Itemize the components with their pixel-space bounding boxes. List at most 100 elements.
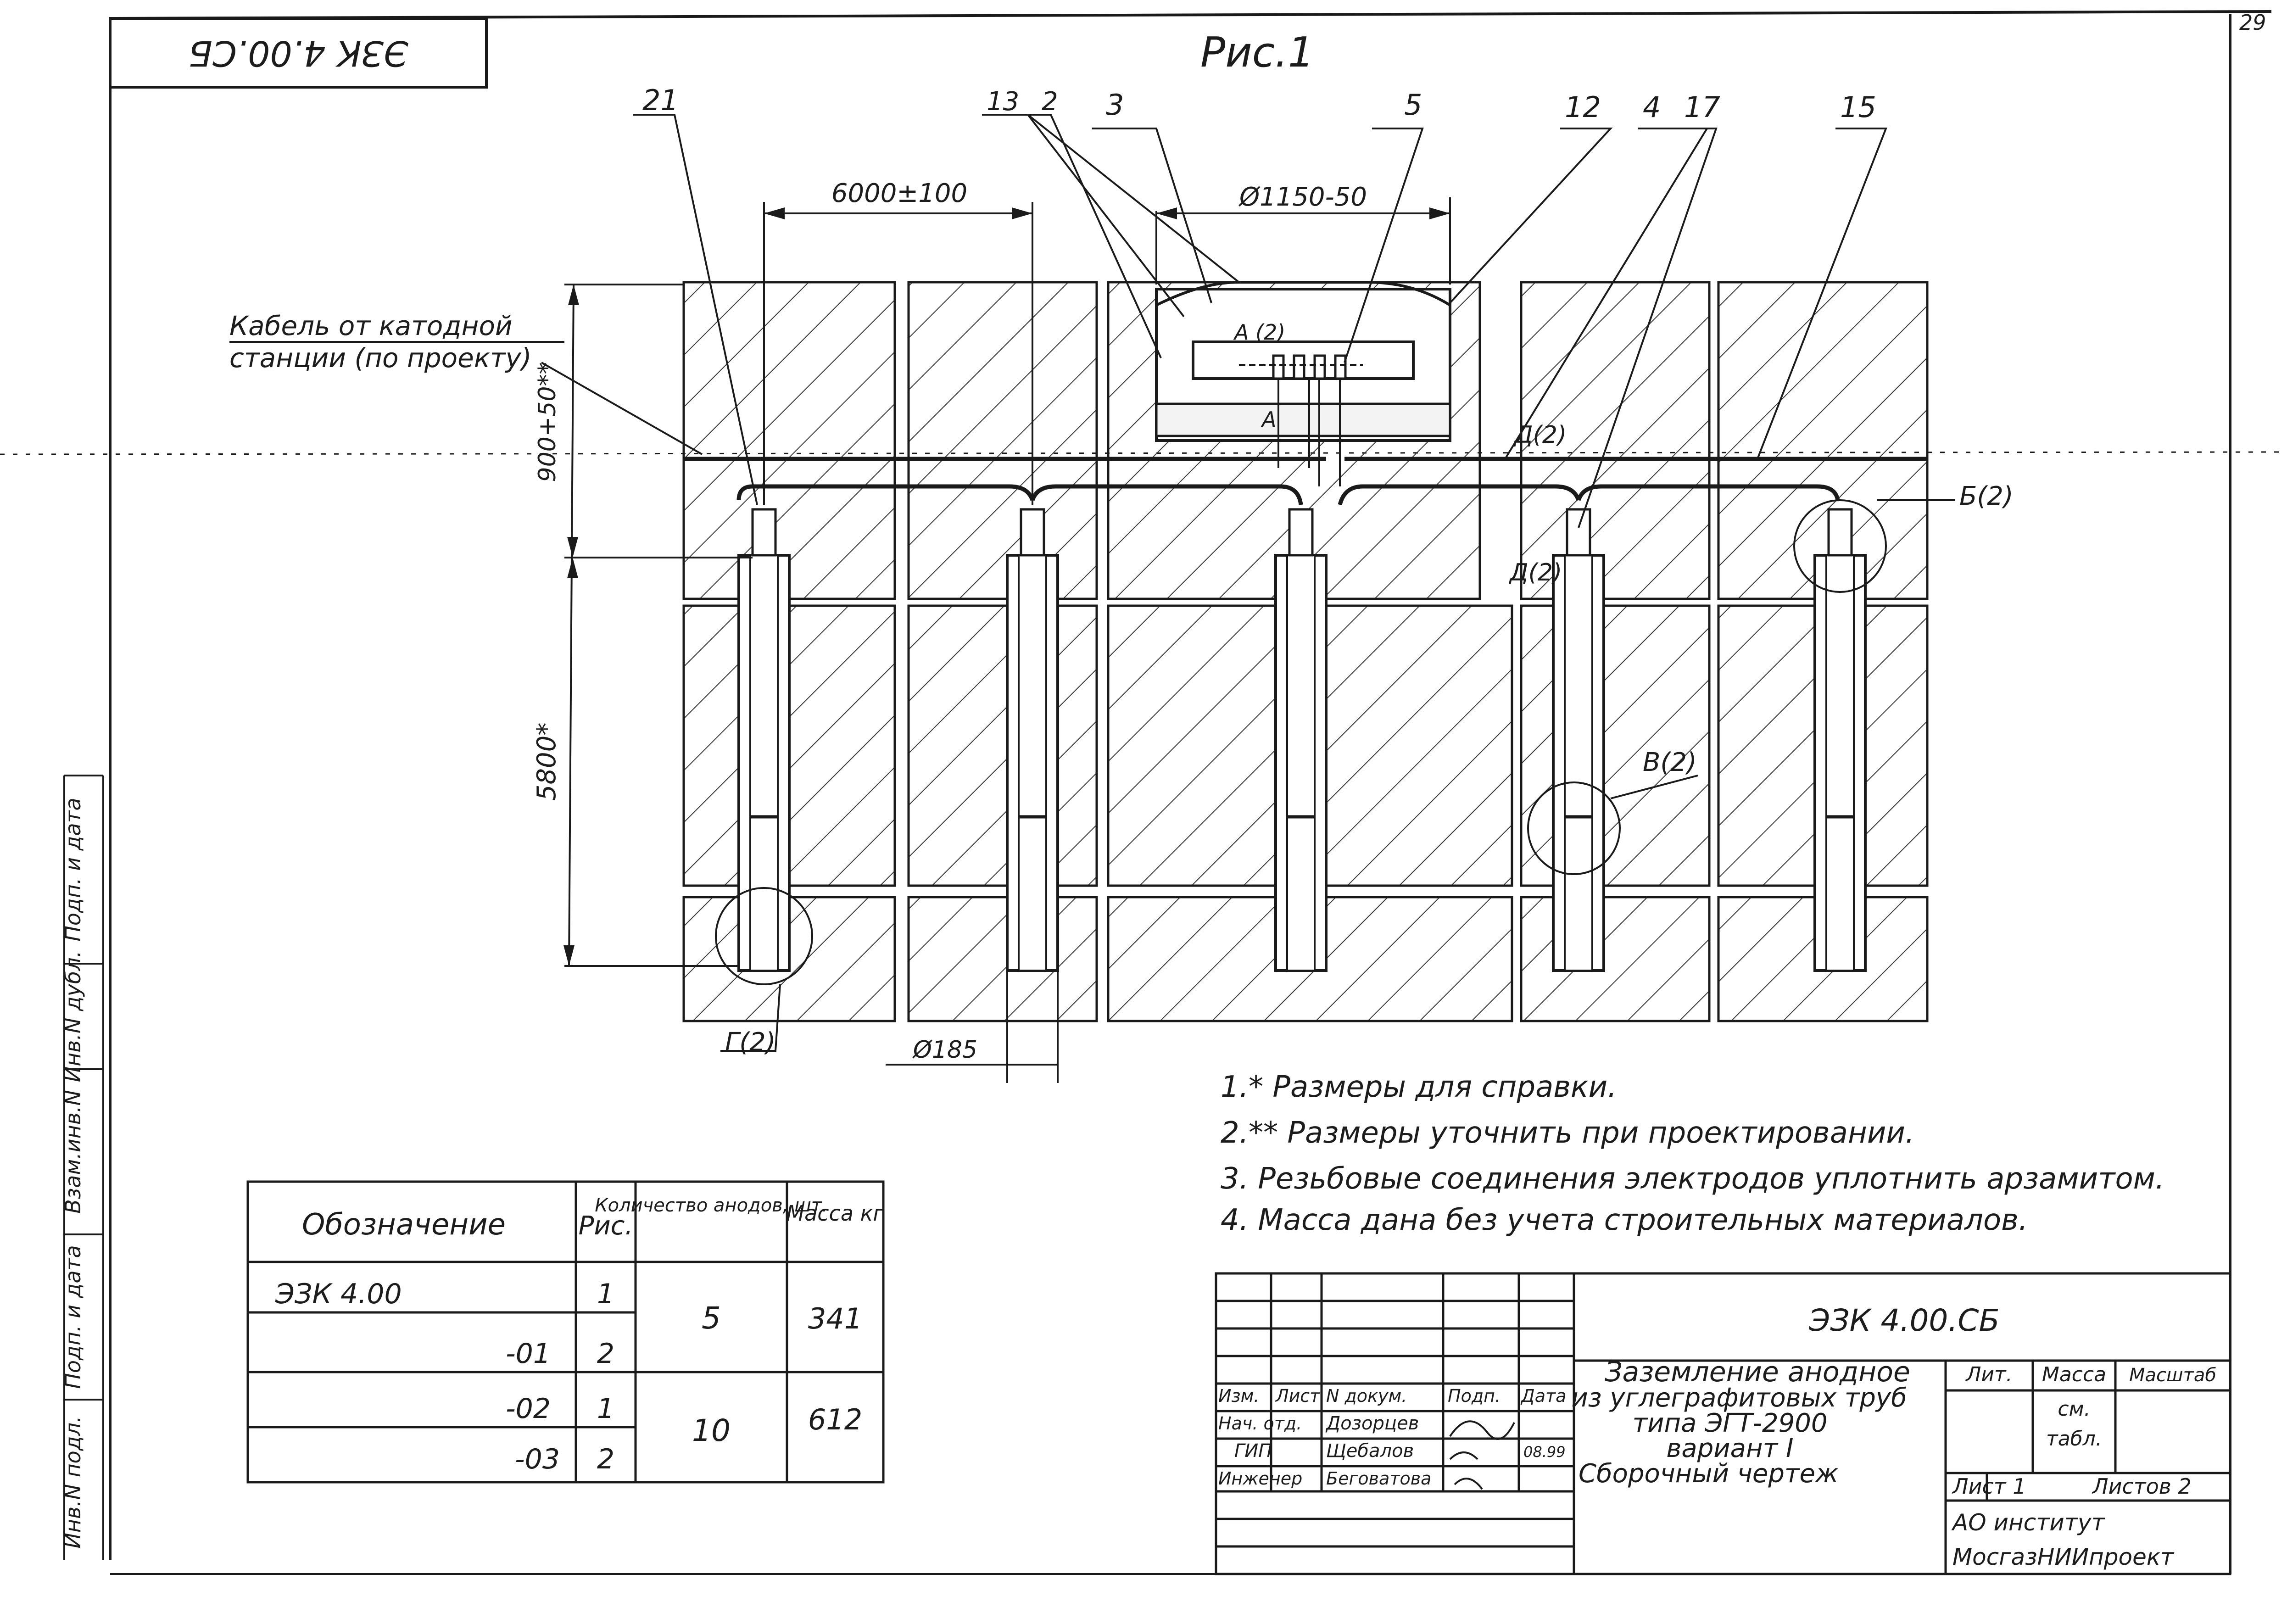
title-line-4: вариант I: [1666, 1434, 1793, 1463]
spec-head-mass: Масса кг: [786, 1201, 884, 1226]
spec-row-1-designation: ЭЗК 4.00: [275, 1278, 402, 1310]
spec-group-2-count: 10: [692, 1413, 731, 1448]
sheet-label: Лист 1: [1952, 1474, 2026, 1499]
role-1: Нач. отд.: [1218, 1413, 1302, 1434]
spec-head-count: Количество анодов, шт.: [595, 1195, 828, 1216]
title-line-5: Сборочный чертеж: [1579, 1459, 1838, 1489]
cable-label-line1: Кабель от катодной: [229, 310, 513, 341]
lit-label: Лит.: [1965, 1363, 2012, 1386]
anode-2: [1006, 508, 1059, 972]
spec-head-fig: Рис.: [579, 1211, 633, 1241]
top-stamp-code: ЭЗК 4.00.СБ: [189, 33, 409, 74]
role-2: ГИП: [1234, 1440, 1272, 1462]
detail-circles: [715, 499, 1887, 985]
side-stamp-3: Взам.инв.N: [61, 1090, 85, 1214]
org-line-1: АО институт: [1951, 1509, 2105, 1536]
detail-b: Б(2): [1959, 481, 2014, 511]
name-3: Беговатова: [1326, 1468, 1431, 1489]
anode-5: [1813, 508, 1867, 972]
col-head-date: Дата: [1520, 1386, 1566, 1406]
dim-depth-top: 900+50**: [534, 363, 561, 482]
spec-head-designation: Обозначение: [302, 1208, 506, 1242]
title-code: ЭЗК 4.00.СБ: [1808, 1303, 2000, 1338]
col-head-izm: Изм.: [1218, 1386, 1259, 1406]
top-stamp: ЭЗК 4.00.СБ: [109, 17, 488, 89]
callout-3: 3: [1106, 88, 1124, 122]
spec-group-1-count: 5: [702, 1300, 721, 1336]
side-stamp-5: Подп. и дата: [61, 798, 85, 941]
col-head-list: Лист: [1275, 1386, 1321, 1406]
detail-labels: А (2) А Д(2) Д(2) Б(2) В(2) Г(2): [725, 320, 2014, 1057]
col-head-sign: Подп.: [1448, 1386, 1500, 1406]
anode-assemblies: [737, 508, 1867, 972]
mass-value-2: табл.: [2046, 1427, 2102, 1451]
anode-cable-branches: [736, 484, 1840, 506]
mass-label: Масса: [2042, 1363, 2106, 1386]
side-stamp: Инв.N подл. Подп. и дата Взам.инв.N Инв.…: [61, 775, 104, 1560]
date-2: 08.99: [1523, 1443, 1566, 1461]
title-block: ЭЗК 4.00.СБ Заземление анодное из углегр…: [1215, 1272, 2231, 1575]
title-line-1: Заземление анодное: [1605, 1356, 1910, 1388]
anode-3: [1274, 508, 1328, 972]
callout-5: 5: [1404, 88, 1422, 122]
spec-table: Обозначение Рис. Количество анодов, шт. …: [246, 1180, 885, 1484]
detail-v: В(2): [1643, 748, 1697, 777]
note-1: 1.* Размеры для справки.: [1221, 1070, 1617, 1104]
scale-label: Масштаб: [2129, 1365, 2216, 1386]
callout-13: 13: [987, 87, 1019, 117]
dimension-lines: [564, 197, 1451, 1083]
callout-numbers: 21 13 2 3 5 12 4 17 15: [642, 84, 1876, 124]
detail-a-top: А (2): [1233, 320, 1285, 345]
control-well: [1155, 281, 1451, 486]
side-stamp-2: Подп. и дата: [61, 1245, 85, 1389]
anode-1: [737, 508, 791, 972]
callout-17: 17: [1684, 90, 1720, 124]
detail-d-bottom: Д(2): [1509, 559, 1562, 586]
anode-4: [1552, 508, 1605, 972]
title-line-3: типа ЭГТ-2900: [1633, 1408, 1828, 1438]
side-stamp-1: Инв.N подл.: [61, 1416, 85, 1548]
detail-d-top: Д(2): [1513, 421, 1567, 449]
dim-hole-diameter: Ø185: [912, 1036, 977, 1064]
callout-15: 15: [1840, 90, 1876, 124]
name-2: Щебалов: [1326, 1440, 1414, 1462]
mass-value-1: см.: [2058, 1397, 2090, 1421]
spec-row-1-fig: 1: [597, 1278, 614, 1310]
col-head-doc: N докум.: [1326, 1386, 1407, 1406]
note-3: 3. Резьбовые соединения электродов уплот…: [1221, 1162, 2164, 1196]
dimension-arrows: [563, 207, 1450, 966]
callout-2: 2: [1042, 87, 1058, 117]
figure-title: Рис.1: [1200, 28, 1314, 77]
spec-row-2-designation: -01: [506, 1338, 551, 1370]
spec-group-1-mass: 341: [808, 1302, 862, 1335]
sheet-marker: 29: [2239, 10, 2266, 35]
callout-4: 4: [1643, 90, 1661, 124]
note-4: 4. Масса дана без учета строительных мат…: [1221, 1203, 2028, 1237]
callout-12: 12: [1565, 90, 1601, 124]
org-line-2: МосгазНИИпроект: [1952, 1544, 2175, 1570]
callout-21: 21: [642, 84, 679, 117]
note-2: 2.** Размеры уточнить при проектировании…: [1221, 1116, 1914, 1150]
dim-spacing: 6000±100: [831, 179, 967, 208]
callout-leaders: [633, 114, 1955, 1052]
notes: 1.* Размеры для справки. 2.** Размеры ут…: [1221, 1070, 2164, 1237]
spec-row-3-fig: 1: [597, 1393, 614, 1425]
spec-row-3-designation: -02: [506, 1393, 551, 1425]
spec-group-2-mass: 612: [808, 1403, 862, 1436]
role-3: Инженер: [1218, 1468, 1302, 1489]
side-stamp-4: Инв.N дубл.: [61, 951, 85, 1083]
dim-depth-anode: 5800*: [532, 723, 562, 801]
spec-row-4-designation: -03: [515, 1443, 560, 1475]
spec-row-4-fig: 2: [597, 1443, 614, 1475]
dim-well-diameter: Ø1150-50: [1238, 182, 1367, 212]
detail-a-bottom: А: [1261, 407, 1276, 432]
signatures: [1449, 1420, 1515, 1490]
sheets-label: Листов 2: [2092, 1474, 2192, 1499]
name-1: Дозорцев: [1325, 1413, 1419, 1434]
title-line-2: из углеграфитовых труб: [1571, 1383, 1907, 1413]
detail-g: Г(2): [725, 1027, 776, 1057]
spec-row-2-fig: 2: [597, 1338, 614, 1370]
cable-label-line2: станции (по проекту): [229, 342, 532, 374]
